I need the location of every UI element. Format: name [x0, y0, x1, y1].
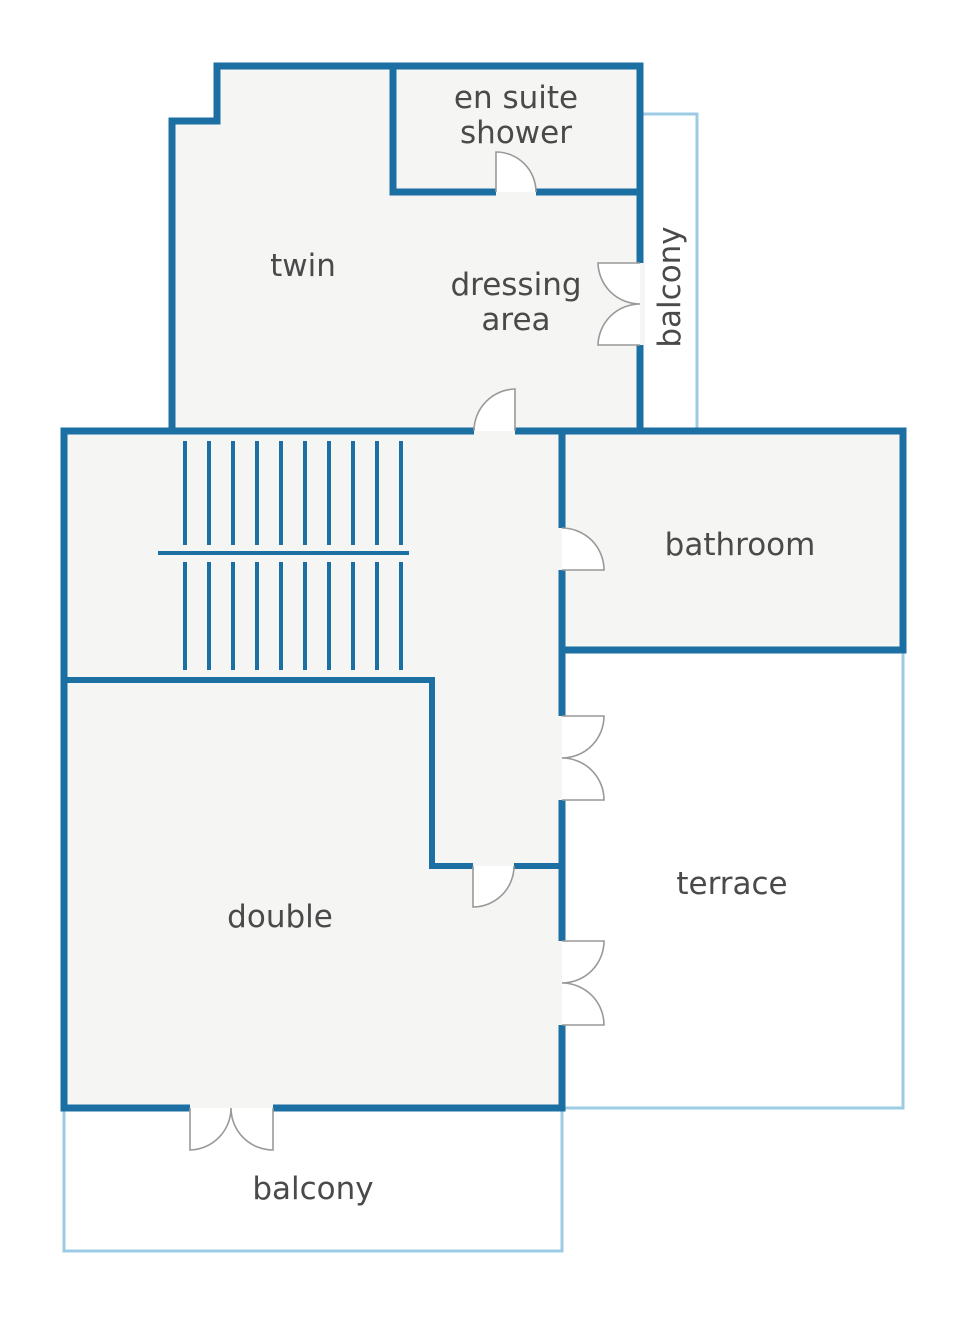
outdoor-outlines — [62, 112, 905, 1253]
floor-fills — [64, 66, 903, 1108]
bathroom-door — [561, 527, 605, 571]
bottom-balcony-label: balcony — [252, 1171, 373, 1207]
upper-wing-outer-wall — [168, 62, 644, 435]
stair-treads-upper — [183, 441, 403, 545]
staircase — [158, 441, 409, 670]
upper-wing-floor — [172, 66, 640, 431]
dressing-area-label-line1: dressing — [450, 267, 581, 303]
side-balcony-outline — [640, 112, 699, 431]
en-suite-door — [495, 151, 537, 193]
terrace-label: terrace — [676, 866, 787, 902]
dressing-area-label-line2: area — [481, 302, 550, 338]
en-suite-label-line1: en suite — [454, 80, 578, 116]
en-suite-label-line2: shower — [460, 115, 572, 151]
terrace-outline — [562, 650, 905, 1110]
room-labels: en suite shower twin dressing area balco… — [227, 80, 815, 1207]
bottom-balcony-outline — [62, 1108, 564, 1253]
hall-and-double-floor — [64, 431, 562, 1108]
bottom-balcony-door-left — [189, 1107, 232, 1151]
stair-treads-lower — [183, 562, 403, 670]
terrace-door-lower-top — [561, 940, 605, 984]
double-door — [472, 865, 515, 908]
bathroom-label: bathroom — [665, 527, 816, 563]
terrace-door-upper-top — [561, 715, 605, 759]
terrace-door-lower-bottom — [561, 982, 605, 1026]
en-suite-wall — [389, 62, 644, 196]
upper-wing-door — [473, 388, 516, 432]
double-label: double — [227, 899, 333, 935]
terrace-door-upper-bottom — [561, 757, 605, 801]
dressing-balcony-door-bottom — [597, 303, 641, 346]
twin-label: twin — [270, 248, 336, 284]
doors — [189, 151, 641, 1151]
bottom-balcony-door-right — [230, 1107, 274, 1151]
dressing-balcony-door-top — [597, 262, 641, 305]
side-balcony-label: balcony — [652, 226, 688, 347]
bathroom-floor — [562, 431, 903, 650]
